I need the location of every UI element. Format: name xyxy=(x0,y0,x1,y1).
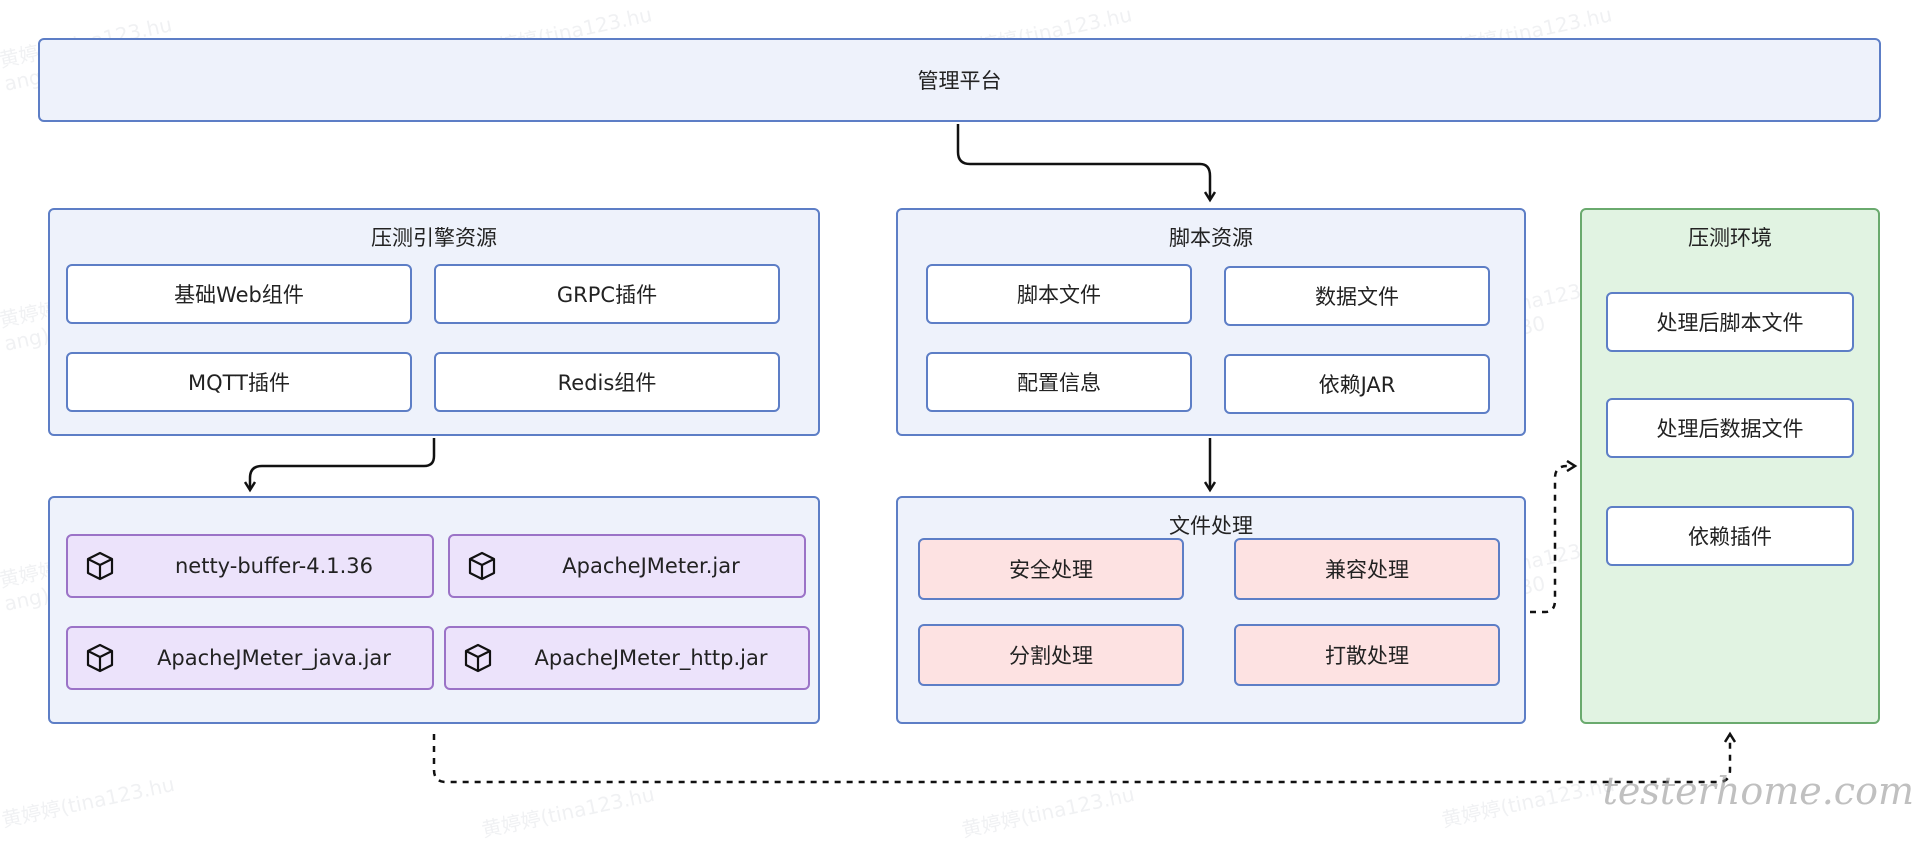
script-item-jar: 依赖JAR xyxy=(1224,354,1490,414)
arrow-platform-to-script xyxy=(956,124,1210,200)
jar-label: ApacheJMeter_java.jar xyxy=(157,646,391,670)
arrow-jars-to-env xyxy=(432,734,1730,784)
jar-label: ApacheJMeter_http.jar xyxy=(534,646,768,670)
process-item-split: 分割处理 xyxy=(918,624,1184,686)
jar-label: ApacheJMeter.jar xyxy=(562,554,740,578)
env-title: 压测环境 xyxy=(1688,226,1772,250)
script-item-config: 配置信息 xyxy=(926,352,1192,412)
engine-item-web: 基础Web组件 xyxy=(66,264,412,324)
engine-title: 压测引擎资源 xyxy=(371,226,497,250)
env-item-script: 处理后脚本文件 xyxy=(1606,292,1854,352)
process-panel: 文件处理 xyxy=(896,496,1526,724)
script-title: 脚本资源 xyxy=(1169,226,1253,250)
env-panel: 压测环境 xyxy=(1580,208,1880,724)
arrow-process-to-env xyxy=(1530,466,1575,614)
package-icon xyxy=(468,551,496,581)
engine-item-mqtt: MQTT插件 xyxy=(66,352,412,412)
package-icon xyxy=(86,643,114,673)
platform-title: 管理平台 xyxy=(917,69,1002,93)
engine-item-redis: Redis组件 xyxy=(434,352,780,412)
script-item-data: 数据文件 xyxy=(1224,266,1490,326)
process-item-security: 安全处理 xyxy=(918,538,1184,600)
jar-item: netty-buffer-4.1.36 xyxy=(66,534,434,598)
platform-bar: 管理平台 xyxy=(38,38,1881,122)
process-title: 文件处理 xyxy=(1169,514,1253,538)
env-item-plugin: 依赖插件 xyxy=(1606,506,1854,566)
jar-item: ApacheJMeter.jar xyxy=(448,534,806,598)
process-item-compat: 兼容处理 xyxy=(1234,538,1500,600)
package-icon xyxy=(464,643,492,673)
engine-item-grpc: GRPC插件 xyxy=(434,264,780,324)
arrow-engine-to-jars xyxy=(250,438,436,490)
process-item-shuffle: 打散处理 xyxy=(1234,624,1500,686)
jar-item: ApacheJMeter_java.jar xyxy=(66,626,434,690)
site-signature: testerhome.com xyxy=(1602,769,1914,813)
jar-item: ApacheJMeter_http.jar xyxy=(444,626,810,690)
env-item-data: 处理后数据文件 xyxy=(1606,398,1854,458)
script-item-file: 脚本文件 xyxy=(926,264,1192,324)
package-icon xyxy=(86,551,114,581)
jar-label: netty-buffer-4.1.36 xyxy=(174,554,374,578)
